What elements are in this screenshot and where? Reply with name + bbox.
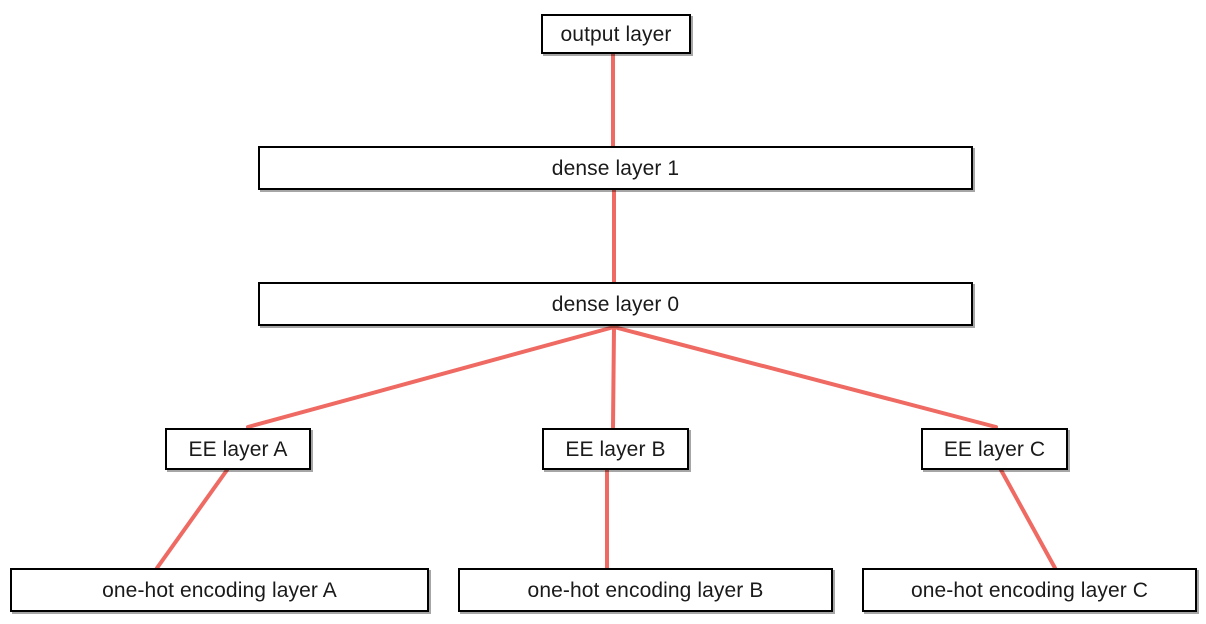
node-ee-layer-b[interactable]: EE layer B xyxy=(542,428,689,470)
node-label-ee-layer-b: EE layer B xyxy=(565,437,666,461)
node-label-one-hot-encoding-layer-b: one-hot encoding layer B xyxy=(527,578,764,602)
node-ee-layer-c[interactable]: EE layer C xyxy=(921,428,1068,470)
node-label-ee-layer-a: EE layer A xyxy=(188,437,288,461)
node-ee-layer-a[interactable]: EE layer A xyxy=(165,428,311,470)
node-label-output-layer: output layer xyxy=(560,22,672,46)
node-label-dense-layer-0: dense layer 0 xyxy=(551,292,680,316)
node-output-layer[interactable]: output layer xyxy=(541,14,691,54)
node-one-hot-encoding-layer-b[interactable]: one-hot encoding layer B xyxy=(458,568,833,612)
node-one-hot-encoding-layer-a[interactable]: one-hot encoding layer A xyxy=(10,568,429,612)
node-label-one-hot-encoding-layer-c: one-hot encoding layer C xyxy=(910,578,1149,602)
edge-onehot-c-to-ee-c xyxy=(999,468,1057,570)
edge-ee-a-to-dense0 xyxy=(246,325,616,429)
node-one-hot-encoding-layer-c[interactable]: one-hot encoding layer C xyxy=(862,568,1197,612)
node-label-one-hot-encoding-layer-a: one-hot encoding layer A xyxy=(102,578,337,602)
edge-ee-c-to-dense0 xyxy=(612,325,998,429)
edge-ee-b-to-dense0 xyxy=(611,325,616,429)
node-label-dense-layer-1: dense layer 1 xyxy=(551,156,680,180)
node-label-ee-layer-c: EE layer C xyxy=(943,437,1046,461)
node-dense-layer-1[interactable]: dense layer 1 xyxy=(258,146,973,190)
edge-onehot-a-to-ee-a xyxy=(155,468,229,570)
node-dense-layer-0[interactable]: dense layer 0 xyxy=(258,282,973,326)
